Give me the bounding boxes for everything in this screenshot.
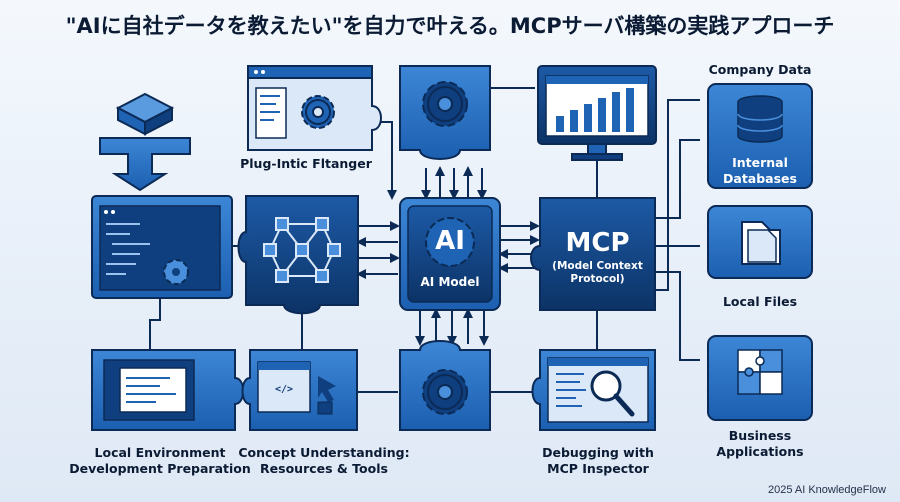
business-applications-node	[707, 335, 813, 421]
local-env-label-2: Development Preparation	[69, 461, 251, 476]
puzzle-icon	[737, 349, 783, 395]
footer-copyright: 2025 AI KnowledgeFlow	[767, 484, 886, 496]
local-files-node	[707, 205, 813, 279]
concept-window-node: </>	[241, 349, 358, 431]
company-data-label: Company Data	[708, 62, 812, 77]
mcp-chip	[530, 197, 656, 311]
ai-short-label: AI	[435, 226, 465, 256]
cursor-icon	[318, 376, 336, 402]
debug-label-1: Debugging with	[542, 445, 654, 460]
plugin-label: Plug-Intic Fltanger	[240, 156, 372, 171]
concept-label-2: Resources & Tools	[260, 461, 388, 476]
network-icon	[263, 217, 341, 283]
business-applications-label-1: Business	[728, 428, 792, 443]
folder-icon	[741, 221, 781, 265]
business-applications-label-2: Applications	[716, 444, 804, 459]
inspector-window-node	[531, 349, 656, 431]
database-icon	[737, 95, 783, 143]
debug-label-2: MCP Inspector	[547, 461, 649, 476]
ai-model-label: AI Model	[420, 275, 480, 289]
gear-icon	[163, 259, 189, 285]
gear-icon	[422, 81, 468, 127]
local-env-label-1: Local Environment	[94, 445, 226, 460]
local-env-window-node	[91, 349, 245, 431]
ai-model-chip	[399, 197, 501, 311]
magnifier-icon	[590, 370, 635, 417]
concept-label-1: Concept Understanding:	[238, 445, 410, 460]
page-title: "AIに自社データを教えたい"を自力で叶える。MCPサーバ構築の実践アプローチ	[65, 14, 835, 38]
network-graph-node	[237, 195, 359, 315]
gear-icon	[301, 95, 335, 129]
box-icon	[317, 401, 333, 415]
mcp-full-label-2: Protocol)	[570, 273, 625, 285]
internal-databases-node	[707, 83, 813, 189]
mcp-short-label: MCP	[565, 228, 630, 258]
gear-icon	[422, 369, 468, 415]
mcp-full-label-1: (Model Context	[552, 260, 643, 272]
monitor-chart-node	[537, 65, 657, 161]
code-window-node	[91, 195, 233, 299]
internal-databases-label-1: Internal	[732, 155, 788, 170]
local-files-label: Local Files	[722, 294, 798, 309]
internal-databases-label-2: Databases	[723, 171, 797, 186]
cube-icon	[99, 92, 191, 192]
code-brackets-icon: </>	[275, 384, 293, 395]
